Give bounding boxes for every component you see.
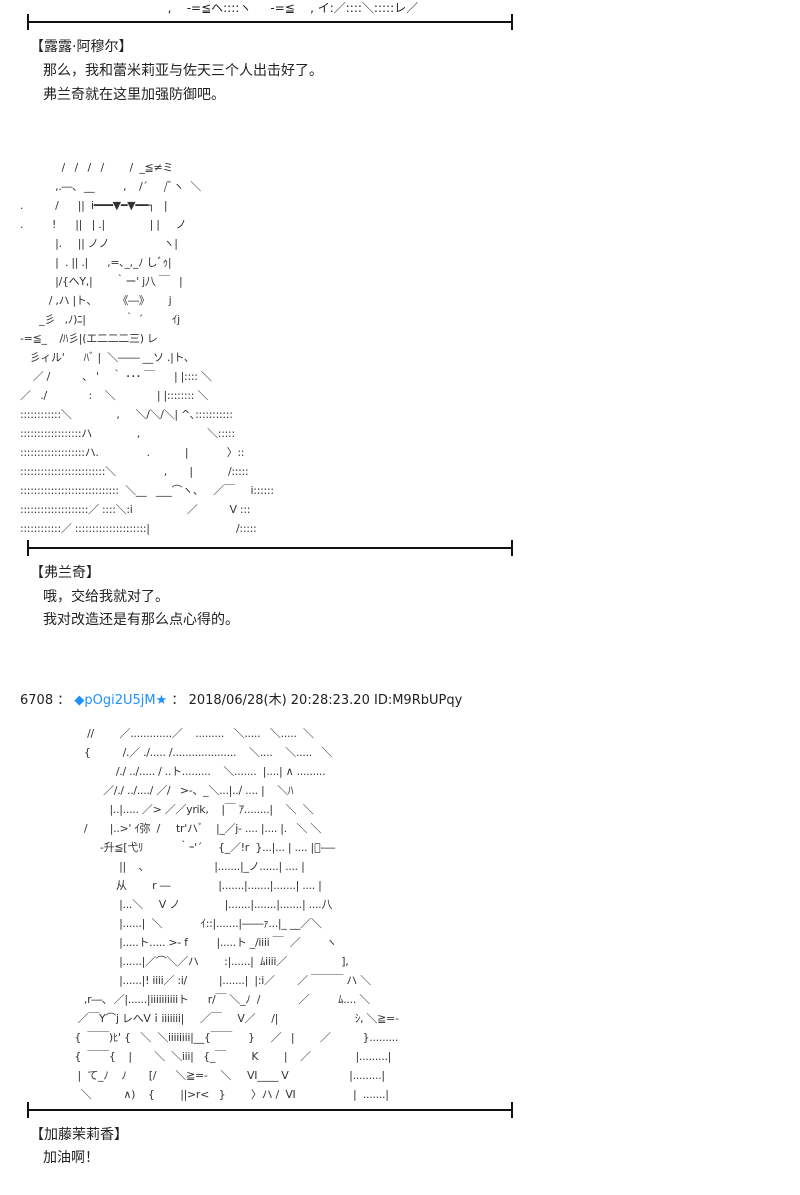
art-line: ／￣Y⌒j レへVｉiiiiiii| ／￣ V／ /| ｼ, ＼≧=‐ xyxy=(20,1012,399,1025)
art-line: 彡ィル' ﾊﾞ | ＼―― __ソ .|ト､ xyxy=(20,351,190,364)
art-line: { /.／ ./..... /.................... ＼...… xyxy=(20,746,333,759)
divider xyxy=(27,540,513,556)
art-line: ::::::::::::／ :::::::::::::::::::::| /::… xyxy=(20,522,257,535)
dialogue-line: 弗兰奇就在这里加强防御吧。 xyxy=(43,87,225,103)
art-line: // ／.............／ ......... ＼..... ＼...… xyxy=(20,727,314,740)
art-line: / ,ハ |ト､ 《―》 j xyxy=(20,294,172,307)
art-line: |...＼ V ノ |.......|.......|.......| ....… xyxy=(20,898,333,911)
art-line: 从 r ― |.......|.......|.......| .... | xyxy=(20,879,322,892)
art-line: |......|／⌒＼／ハ :|......| ﾑiiii／ ], xyxy=(20,955,349,968)
art-line: ::::::::::::＼ , ＼/＼/＼| ^､::::::::::: xyxy=(20,408,233,421)
art-line: ／ ./ : ＼ | |:::::::: ＼ xyxy=(20,389,209,402)
post-datetime: 2018/06/28(木) 20:28:23.20 xyxy=(188,693,370,708)
art-line: ／ / 、 ' ｀ ･･･ ￣ | |:::: ＼ xyxy=(20,370,212,383)
art-line: /./ ../..... / ..ト......... ＼....... |..… xyxy=(20,765,326,778)
art-line: | . || .| ,=､_,_ﾉ しﾞｩ| xyxy=(20,256,172,269)
art-line: |.....ト..... >‐ f |.....ト _/iiii ￣ ／ ヽ xyxy=(20,936,337,949)
art-line: |/{ヘY,| ｀ー' j八 ￣ | xyxy=(20,275,183,288)
art-line: |......|! iiii／ :i/ |.......| |:i／ ／ ￣￣￣… xyxy=(20,974,371,987)
post-number: 6708 xyxy=(20,693,54,708)
art-line: :::::::::::::::::::ハ. . | 〉:: xyxy=(20,446,245,459)
art-line: { ￣￣)ﾋ' { ＼ ＼iiiiiiii|__{￣￣ } ／ | ／ }...… xyxy=(20,1031,399,1044)
post-header: 6708 ： ◆pOgi2U5jM★ ： 2018/06/28(木) 20:28… xyxy=(20,689,462,708)
speaker-name: 【露露·阿穆尔】 xyxy=(30,39,133,55)
art-line: || ､ |.......|_ノ......| .... | xyxy=(20,860,305,873)
art-line: ::::::::::::::::::ハ , ＼::::: xyxy=(20,427,235,440)
star-icon: ★ xyxy=(155,693,168,708)
art-line: | て_ﾉ ﾉ [/ ＼≧=‐ ＼ VI____ V |.........| xyxy=(20,1069,386,1082)
ascii-art: / / / / / _≦≠ミ ,.―､ __ , /´ /ﾞヽ ＼ . / || … xyxy=(20,158,274,538)
art-line: ‐=≦_ /ﾊ彡|(エ二二二三) レ xyxy=(20,332,158,345)
art-line: . / || i━━━▼━▼━━┐ | xyxy=(20,199,168,212)
art-line: ＼ ∧) { ||>r< } 〉ハ / VI | .......| xyxy=(20,1088,389,1101)
divider xyxy=(27,1102,513,1118)
dialogue-line: 我对改造还是有那么点心得的。 xyxy=(43,612,239,628)
ascii-art: // ／.............／ ......... ＼..... ＼...… xyxy=(20,724,399,1104)
art-line: :::::::::::::::::::::::::＼ , | /::::: xyxy=(20,465,249,478)
art-line: _彡 ,ﾉ)ﾆ| ｀ ´ ｲj xyxy=(20,313,180,326)
art-line: ,r―､ ／|......|iiiiiiiiiiト r/￣ ＼_ﾉ / ／ ﾑ.… xyxy=(20,993,370,1006)
art-line: . ! || | .| | | ノ xyxy=(20,218,187,231)
divider xyxy=(27,14,513,30)
speaker-name: 【加藤茉莉香】 xyxy=(30,1127,128,1143)
ascii-art-fragment: , ‐=≦ヘ::::ヽ ‐=≦ , イ:／::::＼:::::レ／ xyxy=(160,1,419,15)
art-line: |......| ＼ ｲ::|.......|――ｧ...|_ __／＼ xyxy=(20,917,322,930)
dialogue-line: 加油啊！ xyxy=(43,1150,99,1166)
art-line: ::::::::::::::::::::::::::::: ＼__ ___⌒ヽ、… xyxy=(20,484,274,497)
dialogue-line: 那么，我和蕾米莉亚与佐天三个人出击好了。 xyxy=(43,63,323,79)
dialogue-line: 哦，交给我就对了。 xyxy=(43,589,169,605)
art-line: |. || ノノ ヽ| xyxy=(20,237,178,250)
separator: ： xyxy=(171,693,185,708)
poster-id: ID:M9RbUPqy xyxy=(373,693,463,708)
poster-trip-link[interactable]: ◆pOgi2U5jM xyxy=(74,693,156,708)
art-line: ::::::::::::::::::::／ ::::＼:i ／ V ::: xyxy=(20,503,251,516)
speaker-name: 【弗兰奇】 xyxy=(30,565,100,581)
art-line: ‐升≦[弋ﾘ ｀ｰ'´ {_／!r }...|... | .... |ﾞ‐― xyxy=(20,841,335,854)
art-line: |..|..... ／> ／／yrik, |￣ ｱ........| ＼ ＼ xyxy=(20,803,314,816)
art-line: { ￣￣{ | ＼ ＼iii| {_￣ K | ／ |.........| xyxy=(20,1050,392,1063)
separator: ： xyxy=(57,693,71,708)
art-line: ,.―､ __ , /´ /ﾞヽ ＼ xyxy=(20,180,201,193)
art-line: ／/./ ../..../ ／/ >-、_＼...|../ .... | ＼ﾊ xyxy=(20,784,294,797)
art-line: / / / / / _≦≠ミ xyxy=(20,161,174,174)
art-line: / |..>' ｲ弥 / tr'ハﾞ |_／j- .... |.... |. ＼… xyxy=(20,822,322,835)
